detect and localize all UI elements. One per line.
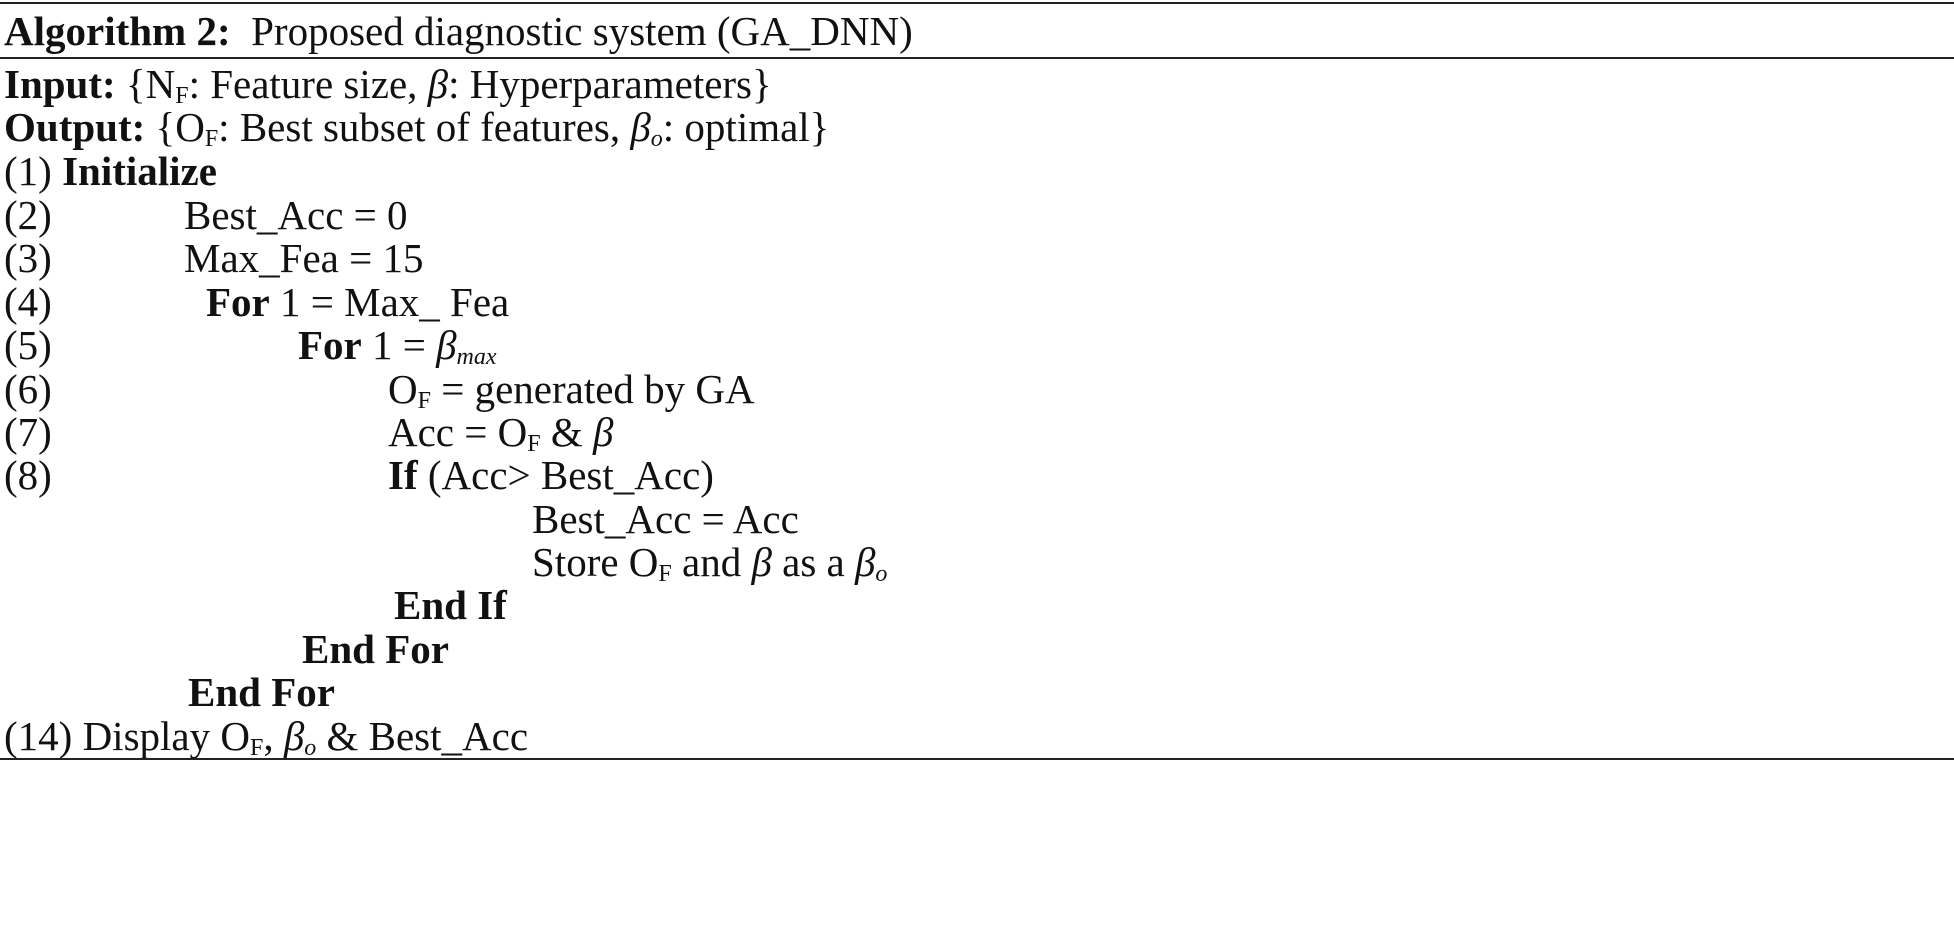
output-sub: F: [204, 126, 219, 152]
step-beta: β: [283, 713, 305, 759]
step-text: If (Acc> Best_Acc): [388, 450, 714, 500]
algorithm-title: Proposed diagnostic system (GA_DNN): [251, 8, 913, 54]
step-beta: β: [751, 539, 772, 585]
step-end: & Best_Acc: [316, 713, 529, 759]
step-number: (3): [4, 235, 52, 281]
step-keyword: Initialize: [62, 148, 217, 194]
algorithm-label: Algorithm 2:: [4, 8, 231, 54]
step-text: OF = generated by GA: [388, 364, 755, 414]
output-line: Output: {OF: Best subset of features, βo…: [4, 102, 829, 152]
input-beta: β: [427, 61, 449, 107]
step-14: (14) Display OF, βo & Best_Acc: [4, 711, 528, 761]
input-label: Input:: [4, 61, 116, 107]
input-sub: F: [175, 83, 189, 109]
step-amp: &: [540, 409, 594, 455]
step-expr: (Acc> Best_Acc): [417, 452, 714, 498]
step-o-sub: F: [527, 431, 541, 457]
step-beta-sub: o: [304, 735, 317, 761]
output-end: : optimal}: [662, 104, 830, 150]
step-and: and: [671, 539, 752, 585]
step-as: as a: [771, 539, 855, 585]
output-beta: β: [630, 104, 651, 150]
step-number: (5): [4, 322, 52, 368]
step-o-sub: F: [417, 388, 431, 414]
step-expr: = generated by GA: [430, 366, 755, 412]
step-number: (1): [4, 148, 52, 194]
step-beta: β: [593, 409, 614, 455]
header-rule: [0, 57, 1954, 59]
step-comma: ,: [263, 713, 284, 759]
input-end: : Hyperparameters}: [448, 61, 772, 107]
step-beta-sub: max: [456, 344, 497, 370]
step-text: Max_Fea = 15: [184, 235, 424, 281]
output-label: Output:: [4, 104, 146, 150]
step-keyword: End For: [188, 669, 335, 715]
step-number: (14): [4, 713, 73, 759]
step-keyword: End If: [394, 582, 507, 628]
output-mid: : Best subset of features,: [218, 104, 631, 150]
step-keyword: For: [206, 279, 270, 325]
step-1: (1) Initialize: [4, 146, 217, 196]
step-o-sub: F: [249, 735, 264, 761]
step-text: Best_Acc = Acc: [532, 496, 799, 542]
algorithm-header: Algorithm 2: Proposed diagnostic system …: [4, 6, 913, 56]
step-text: For 1 = βmax: [298, 320, 497, 370]
step-beta: β: [436, 322, 457, 368]
step-o: O: [388, 366, 418, 412]
step-text: Acc = OF & β: [388, 407, 613, 457]
step-number: (6): [4, 366, 52, 412]
output-open: {O: [155, 104, 205, 150]
step-number: (2): [4, 192, 52, 238]
step-number: (7): [4, 409, 52, 455]
input-mid: : Feature size,: [188, 61, 428, 107]
step-expr: 1 =: [361, 322, 437, 368]
input-open: {N: [125, 61, 176, 107]
step-expr: Acc = O: [388, 409, 528, 455]
step-keyword: If: [388, 452, 418, 498]
bottom-rule: [0, 758, 1954, 760]
step-expr: 1 = Max_ Fea: [269, 279, 510, 325]
output-beta-sub: o: [650, 126, 663, 152]
top-rule: [0, 2, 1954, 4]
step-expr: Display O: [72, 713, 250, 759]
step-text: Best_Acc = 0: [184, 192, 408, 238]
step-number: (8): [4, 452, 52, 498]
step-text: For 1 = Max_ Fea: [206, 277, 509, 327]
step-expr: Store O: [532, 539, 659, 585]
input-line: Input: {NF: Feature size, β: Hyperparame…: [4, 59, 772, 109]
step-number: (4): [4, 279, 52, 325]
step-text: Store OF and β as a βo: [532, 537, 887, 587]
step-keyword: End For: [302, 626, 449, 672]
step-beta-o: β: [855, 539, 876, 585]
step-keyword: For: [298, 322, 362, 368]
step-beta-o-sub: o: [875, 561, 888, 587]
step-o-sub: F: [658, 561, 672, 587]
